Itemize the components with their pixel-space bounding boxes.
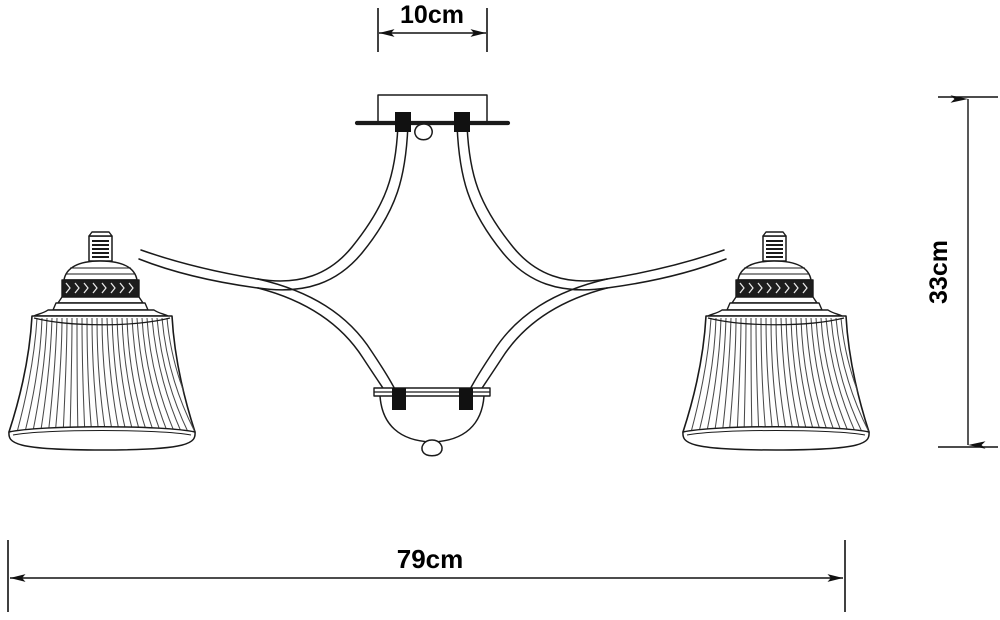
right-shade-rim-inner-line bbox=[686, 430, 866, 436]
right-socket-cap bbox=[762, 231, 787, 237]
arm-upper-right-inner bbox=[456, 123, 608, 291]
arm-outer-right-top bbox=[606, 249, 725, 280]
bottom-finial-drop bbox=[421, 439, 443, 457]
arm-upper-left-outer bbox=[257, 123, 399, 282]
right-collar-upper-rings bbox=[740, 267, 809, 275]
left-socket-cap bbox=[88, 231, 113, 237]
canopy-dimension-label: 10cm bbox=[400, 1, 464, 29]
left-collar-flange-a bbox=[57, 296, 144, 304]
left-shade-shoulder bbox=[33, 309, 169, 317]
left-lamp-assembly bbox=[8, 231, 196, 451]
arm-upper-left-inner bbox=[257, 123, 409, 291]
arm-lower-right-outer bbox=[465, 278, 608, 399]
connector-block-left bbox=[395, 112, 411, 132]
right-shade-inner-arc bbox=[707, 317, 845, 326]
bowl-connector-blocks bbox=[392, 388, 473, 410]
arm-outer-right-bottom bbox=[606, 258, 727, 289]
left-shade-inner-arc bbox=[33, 317, 171, 326]
left-shade-bottom-rim bbox=[8, 426, 196, 451]
right-lamp-assembly bbox=[682, 231, 870, 451]
width-dimension-label: 79cm bbox=[397, 544, 464, 574]
height-dimension-label: 33cm bbox=[925, 240, 953, 304]
right-shade-flutes bbox=[689, 317, 869, 432]
left-socket-threads bbox=[92, 240, 109, 258]
right-collar-flange-a bbox=[731, 296, 818, 304]
arm-outer-left-top bbox=[140, 249, 259, 280]
left-collar-flange-b bbox=[52, 302, 149, 311]
right-collar-ornament-pattern bbox=[739, 282, 808, 294]
left-shade-flutes bbox=[15, 317, 195, 432]
arm-upper-right-outer bbox=[466, 123, 608, 282]
ceiling-connector-blocks bbox=[395, 112, 470, 132]
bowl-connector-left bbox=[392, 388, 406, 410]
dimension-canopy-10cm bbox=[377, 8, 488, 52]
left-shade-rim-inner-line bbox=[12, 430, 192, 436]
connector-block-right bbox=[454, 112, 470, 132]
right-shade-bottom-rim bbox=[682, 426, 870, 451]
arm-outer-left-bottom bbox=[138, 258, 259, 289]
bowl-connector-right bbox=[459, 388, 473, 410]
left-collar-ornament-pattern bbox=[65, 282, 134, 294]
center-screw-knob bbox=[414, 123, 433, 141]
dimension-width-79cm bbox=[7, 540, 846, 612]
arm-lower-left-outer bbox=[257, 278, 400, 399]
right-socket-threads bbox=[766, 240, 783, 258]
right-shade-shoulder bbox=[707, 309, 843, 317]
dimension-height-33cm bbox=[938, 95, 998, 449]
right-collar-flange-b bbox=[726, 302, 823, 311]
right-collar-ornament-band bbox=[735, 279, 814, 298]
left-collar-ornament-band bbox=[61, 279, 140, 298]
canopy-box bbox=[377, 94, 488, 124]
left-collar-upper-rings bbox=[66, 267, 135, 275]
